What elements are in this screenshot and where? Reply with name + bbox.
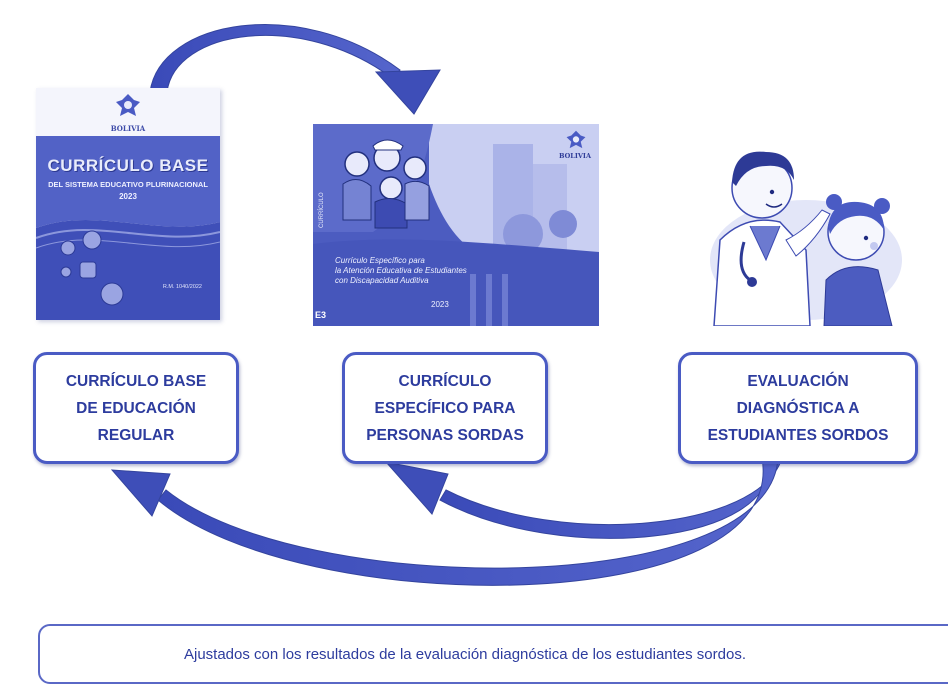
cover-background bbox=[36, 88, 220, 320]
doctor-examining-child-icon bbox=[710, 151, 902, 326]
outer-return-arrowhead bbox=[110, 469, 171, 517]
note-text: Ajustados con los resultados de la evalu… bbox=[183, 645, 747, 663]
curriculum-specific-cover: CURRÍCULO BOLIVIA Currículo Específico p… bbox=[313, 124, 599, 326]
cover-title-line: con Discapacidad Auditiva bbox=[335, 276, 429, 285]
cover-year: 2023 bbox=[431, 300, 449, 309]
cover-subtitle: DEL SISTEMA EDUCATIVO PLURINACIONAL bbox=[48, 180, 208, 189]
outer-return-arrow bbox=[157, 457, 779, 586]
inner-return-arrow bbox=[439, 457, 783, 539]
bolivia-emblem-icon bbox=[566, 130, 586, 149]
curriculum-base-cover: BOLIVIA CURRÍCULO BASE DEL SISTEMA EDUCA… bbox=[36, 88, 220, 320]
bottom-note: Ajustados con los resultados de la evalu… bbox=[38, 624, 948, 684]
cover-country: BOLIVIA bbox=[558, 152, 591, 160]
box-curriculo-base: CURRÍCULO BASE DE EDUCACIÓN REGULAR bbox=[33, 352, 239, 464]
top-arc-arrow bbox=[149, 23, 401, 93]
cover-year: 2023 bbox=[119, 192, 137, 201]
inner-return-arrowhead bbox=[384, 461, 449, 515]
box-label: EVALUACIÓN DIAGNÓSTICA A ESTUDIANTES SOR… bbox=[707, 372, 889, 444]
cover-decor-icons bbox=[60, 230, 124, 306]
cover2-artwork: CURRÍCULO bbox=[313, 124, 599, 326]
cover-title-line: la Atención Educativa de Estudiantes bbox=[335, 266, 467, 275]
box-label: CURRÍCULO ESPECÍFICO PARA PERSONAS SORDA… bbox=[366, 372, 524, 444]
bolivia-emblem-icon bbox=[116, 94, 140, 116]
box-curriculo-especifico: CURRÍCULO ESPECÍFICO PARA PERSONAS SORDA… bbox=[342, 352, 548, 464]
cover-title-line: Currículo Específico para bbox=[335, 256, 425, 265]
top-arc-arrowhead bbox=[374, 69, 441, 115]
cover-title: Currículo Específico para la Atención Ed… bbox=[335, 256, 535, 286]
children-group-icon bbox=[342, 139, 430, 229]
svg-text:CURRÍCULO: CURRÍCULO bbox=[318, 192, 325, 228]
cover-title: CURRÍCULO BASE bbox=[47, 156, 209, 175]
cover-code: E3 bbox=[315, 310, 327, 320]
cover-country: BOLIVIA bbox=[110, 124, 146, 133]
cover-resolution: R.M. 1040/2022 bbox=[162, 284, 202, 290]
box-label: CURRÍCULO BASE DE EDUCACIÓN REGULAR bbox=[65, 372, 207, 444]
box-evaluacion-diagnostica: EVALUACIÓN DIAGNÓSTICA A ESTUDIANTES SOR… bbox=[678, 352, 918, 464]
